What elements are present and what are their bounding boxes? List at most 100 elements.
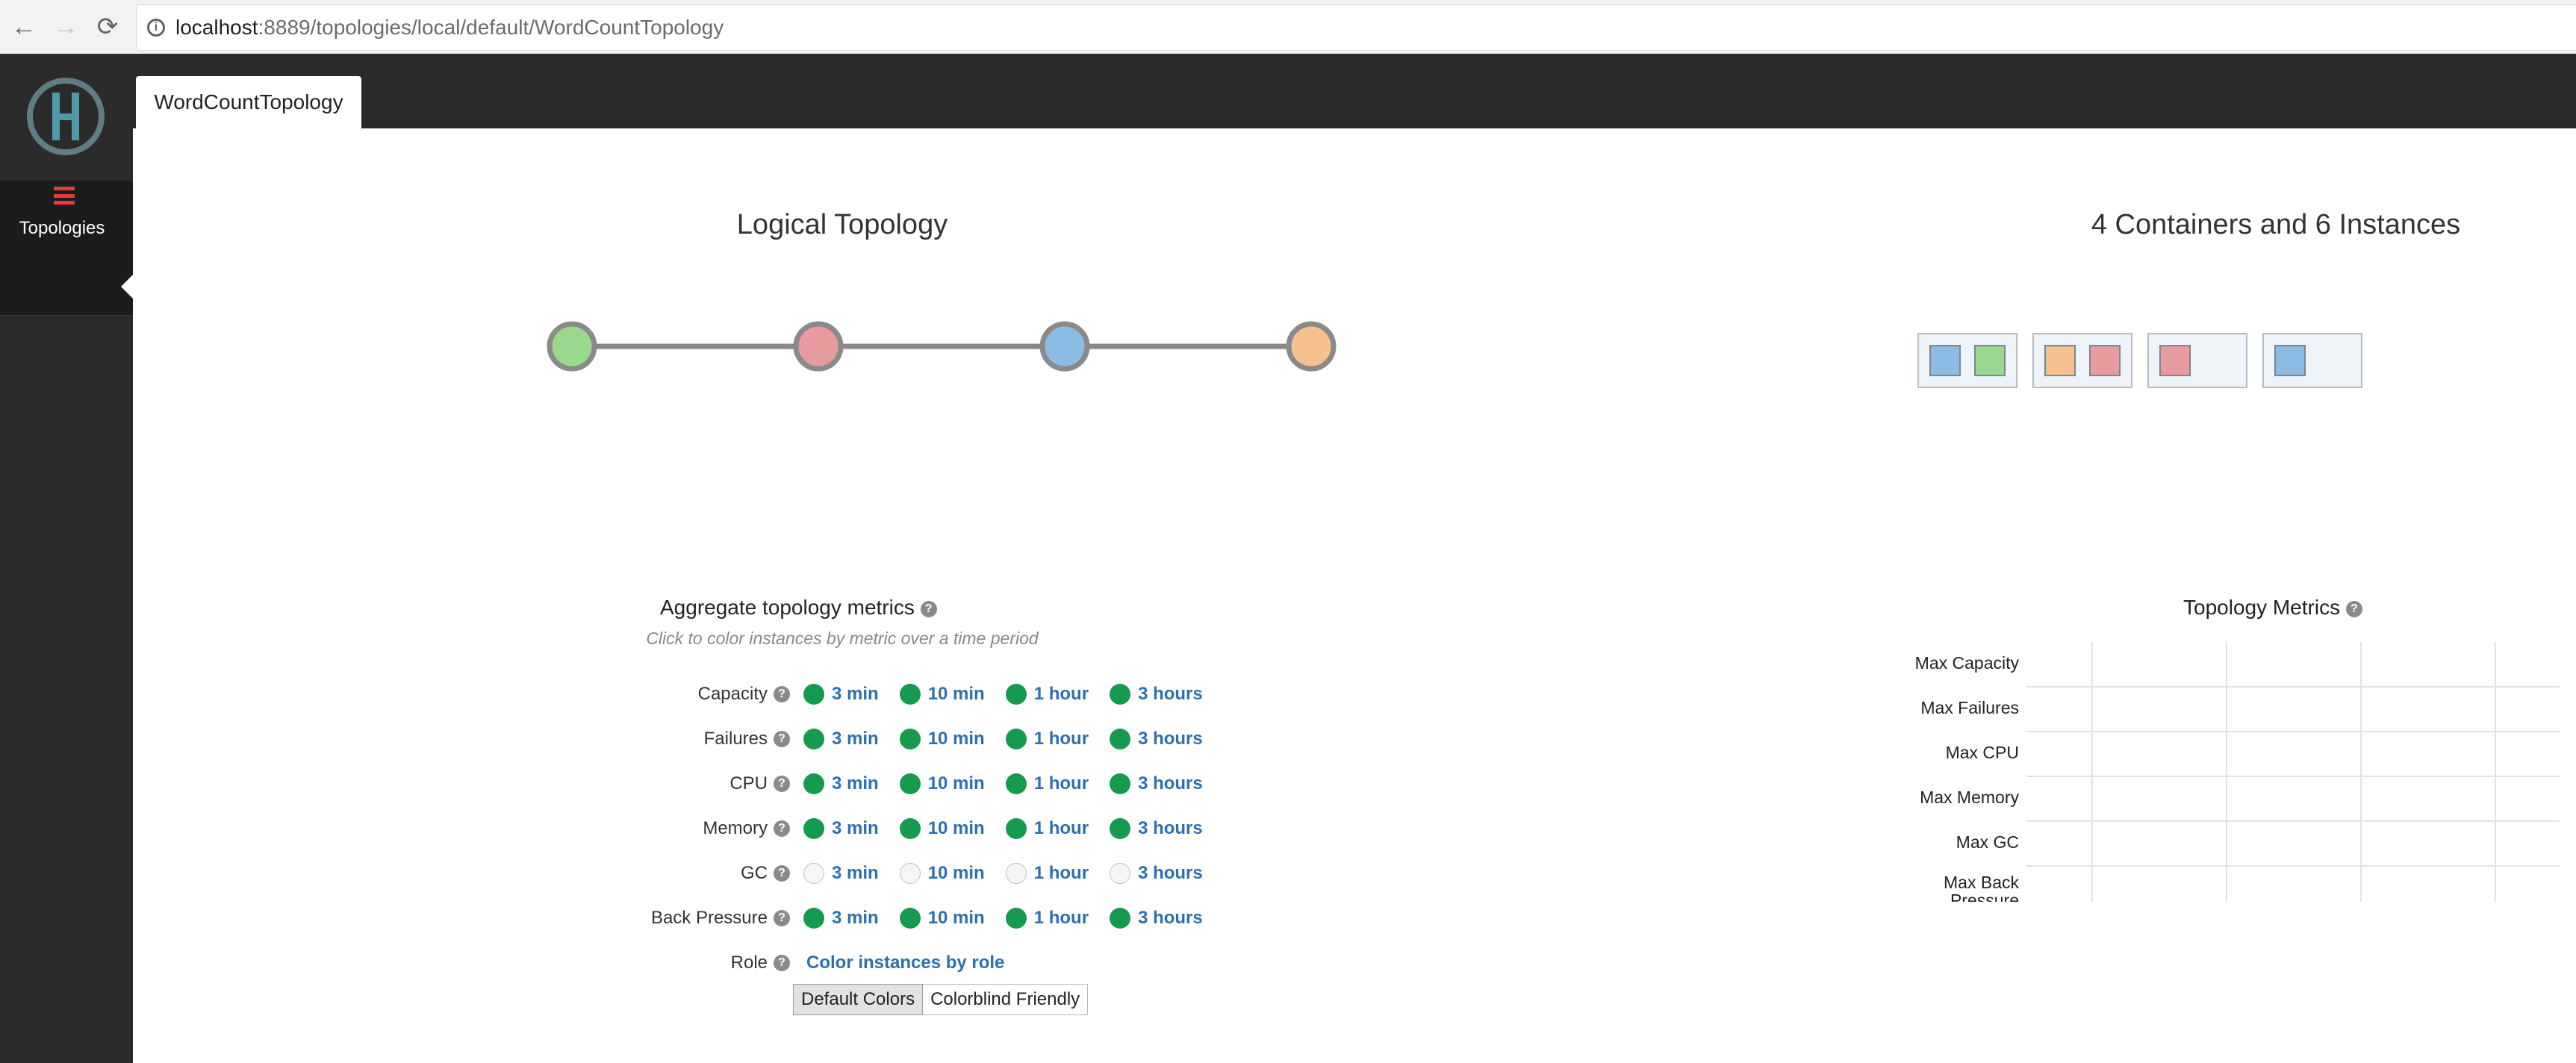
metric-period-label[interactable]: 3 min	[832, 684, 879, 704]
metric-period-option[interactable]: 1 hour	[1005, 773, 1089, 794]
help-icon[interactable]: ?	[774, 686, 790, 702]
instance[interactable]	[2089, 345, 2121, 376]
metric-label: Memory?	[521, 818, 790, 839]
metric-label: Capacity?	[521, 684, 790, 705]
metric-period-option[interactable]: 10 min	[899, 729, 985, 749]
metric-period-label[interactable]: 1 hour	[1033, 818, 1089, 838]
metric-period-label[interactable]: 1 hour	[1033, 908, 1089, 928]
heron-logo[interactable]	[25, 76, 106, 157]
metric-period-label[interactable]: 3 min	[832, 729, 879, 749]
status-dot-icon	[803, 863, 824, 884]
instance[interactable]	[2044, 345, 2076, 376]
metric-period-option[interactable]: 1 hour	[1005, 684, 1089, 705]
topology-node[interactable]	[1286, 321, 1337, 372]
help-icon[interactable]: ?	[774, 910, 790, 926]
tab-wordcounttopology[interactable]: WordCountTopology	[136, 76, 361, 128]
help-icon[interactable]: ?	[774, 865, 790, 882]
color-by-role-link[interactable]: Color instances by role	[806, 953, 1005, 973]
role-row: Role? Color instances by role	[521, 948, 1005, 978]
metric-period-option[interactable]: 10 min	[899, 684, 985, 705]
metric-period-label[interactable]: 3 hours	[1138, 863, 1203, 883]
status-dot-icon	[803, 684, 824, 705]
metric-period-label[interactable]: 10 min	[927, 908, 985, 928]
help-icon[interactable]: ?	[920, 600, 937, 617]
metric-period-option[interactable]: 3 min	[803, 818, 879, 839]
info-icon[interactable]: i	[147, 19, 165, 37]
instance[interactable]	[2274, 345, 2306, 376]
metric-period-option[interactable]: 10 min	[899, 908, 985, 929]
metric-period-label[interactable]: 10 min	[927, 773, 985, 794]
metric-label: Failures?	[521, 729, 790, 749]
instance[interactable]	[1974, 345, 2006, 376]
container[interactable]	[1917, 333, 2017, 388]
metric-period-label[interactable]: 3 hours	[1138, 818, 1203, 838]
metric-period-label[interactable]: 10 min	[927, 684, 985, 704]
status-dot-icon	[899, 863, 921, 884]
url-text[interactable]: localhost:8889/topologies/local/default/…	[175, 16, 724, 39]
topology-node[interactable]	[547, 321, 597, 372]
metric-period-option[interactable]: 10 min	[899, 863, 985, 884]
metric-period-option[interactable]: 10 min	[899, 818, 985, 839]
metric-period-label[interactable]: 1 hour	[1033, 773, 1089, 794]
metric-period-label[interactable]: 10 min	[927, 863, 985, 883]
metric-period-option[interactable]: 3 hours	[1110, 818, 1203, 839]
metric-period-label[interactable]: 3 hours	[1138, 729, 1203, 749]
status-dot-icon	[899, 818, 921, 839]
metric-period-label[interactable]: 10 min	[927, 729, 985, 749]
metric-period-option[interactable]: 3 min	[803, 773, 879, 794]
topology-node[interactable]	[793, 321, 844, 372]
forward-button[interactable]: →	[53, 12, 78, 41]
metric-period-option[interactable]: 1 hour	[1005, 908, 1089, 929]
instance[interactable]	[2159, 345, 2191, 376]
metric-period-option[interactable]: 3 min	[803, 684, 879, 705]
metric-period-option[interactable]: 3 min	[803, 729, 879, 749]
help-icon[interactable]: ?	[774, 731, 790, 747]
reload-button[interactable]: ⟳	[96, 13, 119, 41]
metric-period-option[interactable]: 3 min	[803, 908, 879, 929]
metric-period-option[interactable]: 3 hours	[1110, 684, 1203, 705]
metric-period-option[interactable]: 1 hour	[1005, 818, 1089, 839]
metric-period-option[interactable]: 10 min	[899, 773, 985, 794]
metric-period-option[interactable]: 3 hours	[1110, 773, 1203, 794]
metric-period-option[interactable]: 1 hour	[1005, 863, 1089, 884]
metric-period-label[interactable]: 10 min	[927, 818, 985, 838]
metric-period-label[interactable]: 1 hour	[1033, 684, 1089, 704]
metric-period-label[interactable]: 3 hours	[1138, 684, 1203, 704]
metric-period-option[interactable]: 3 hours	[1110, 863, 1203, 884]
metric-period-option[interactable]: 1 hour	[1005, 729, 1089, 749]
help-icon[interactable]: ?	[774, 955, 790, 971]
metric-period-option[interactable]: 3 hours	[1110, 908, 1203, 929]
metric-period-label[interactable]: 3 min	[832, 908, 879, 928]
instance[interactable]	[1929, 345, 1961, 376]
metric-period-label[interactable]: 3 min	[832, 818, 879, 838]
container[interactable]	[2032, 333, 2132, 388]
status-dot-icon	[1005, 729, 1027, 749]
metric-period-label[interactable]: 3 min	[832, 863, 879, 883]
sidebar: Topologies	[0, 54, 133, 1063]
container[interactable]	[2147, 333, 2247, 388]
address-bar[interactable]: i localhost:8889/topologies/local/defaul…	[136, 4, 2576, 51]
help-icon[interactable]: ?	[774, 776, 790, 792]
default-colors-button[interactable]: Default Colors	[793, 984, 924, 1015]
help-icon[interactable]: ?	[774, 820, 790, 837]
metric-period-option[interactable]: 3 min	[803, 863, 879, 884]
status-dot-icon	[1110, 729, 1131, 749]
back-button[interactable]: ←	[11, 12, 37, 41]
help-icon[interactable]: ?	[2345, 600, 2362, 617]
metric-period-option[interactable]: 3 hours	[1110, 729, 1203, 749]
metric-period-label[interactable]: 3 hours	[1138, 773, 1203, 794]
topology-metrics-title: Topology Metrics ?	[2183, 596, 2362, 620]
metric-period-label[interactable]: 1 hour	[1033, 863, 1089, 883]
status-dot-icon	[1005, 818, 1027, 839]
colorblind-friendly-button[interactable]: Colorblind Friendly	[923, 984, 1089, 1015]
container[interactable]	[2262, 333, 2362, 388]
metric-row: Memory? 3 min 10 min 1 hour 3 hours	[521, 814, 1224, 844]
sidebar-item-topologies[interactable]: Topologies	[0, 181, 133, 316]
metric-period-label[interactable]: 1 hour	[1033, 729, 1089, 749]
topology-node[interactable]	[1039, 321, 1090, 372]
status-dot-icon	[899, 908, 921, 929]
active-indicator	[121, 275, 133, 299]
status-dot-icon	[803, 729, 824, 749]
metric-period-label[interactable]: 3 hours	[1138, 908, 1203, 928]
metric-period-label[interactable]: 3 min	[832, 773, 879, 794]
